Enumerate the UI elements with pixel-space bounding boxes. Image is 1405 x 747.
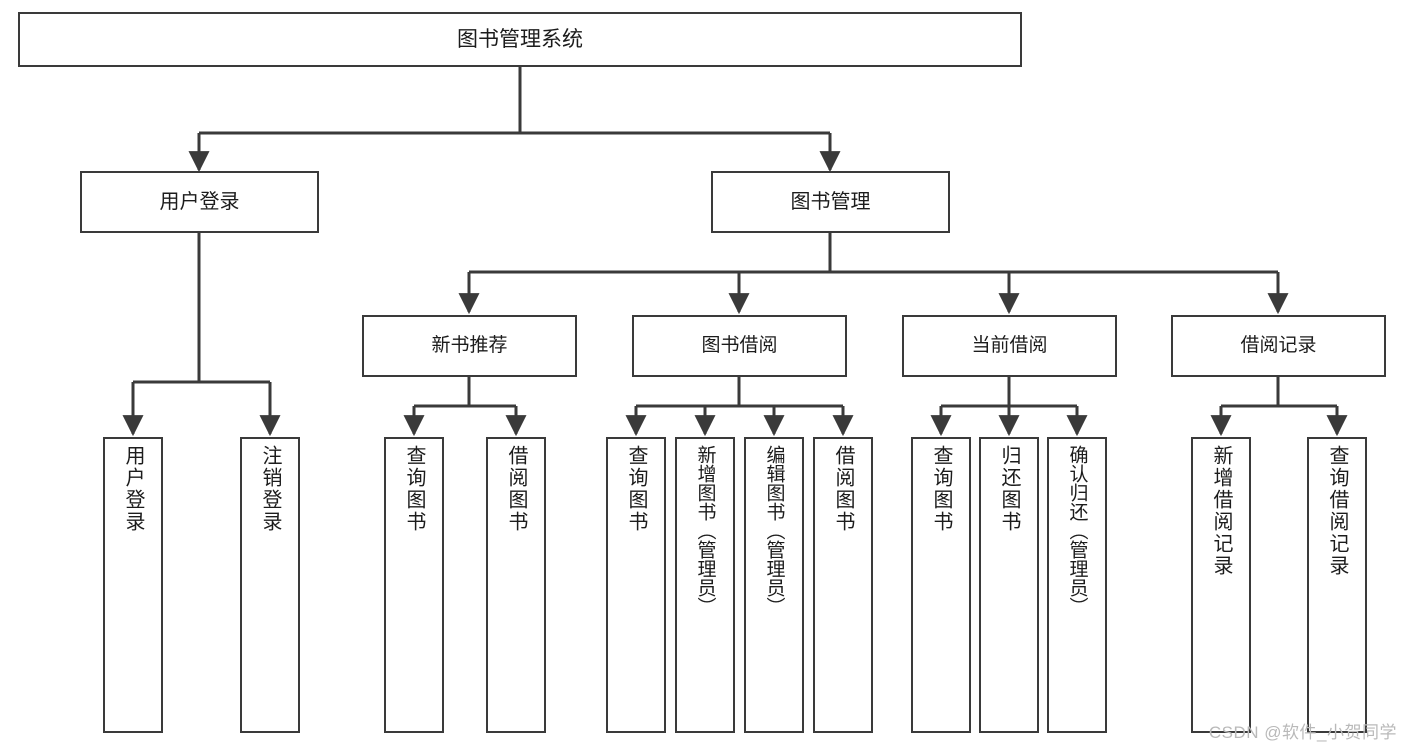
node-leaf-add-book[interactable]: 新增图书（管理员） xyxy=(675,437,735,733)
node-leaf-query-record-label: 查询借阅记录 xyxy=(1326,445,1348,577)
node-root-label: 图书管理系统 xyxy=(457,27,583,51)
node-leaf-confirm-return-label: 确认归还（管理员） xyxy=(1066,445,1088,616)
node-leaf-user-login-label: 用户登录 xyxy=(122,445,144,533)
node-leaf-logout[interactable]: 注销登录 xyxy=(240,437,300,733)
node-leaf-edit-book-label: 编辑图书（管理员） xyxy=(763,445,785,616)
node-leaf-add-record[interactable]: 新增借阅记录 xyxy=(1191,437,1251,733)
node-current-borrow[interactable]: 当前借阅 xyxy=(902,315,1117,377)
node-leaf-query-book-1-label: 查询图书 xyxy=(403,445,425,533)
node-leaf-query-record[interactable]: 查询借阅记录 xyxy=(1307,437,1367,733)
node-leaf-query-book-2-label: 查询图书 xyxy=(625,445,647,533)
node-user-login[interactable]: 用户登录 xyxy=(80,171,319,233)
node-leaf-borrow-book-1[interactable]: 借阅图书 xyxy=(486,437,546,733)
watermark: CSDN @软件_小贺同学 xyxy=(1208,723,1397,742)
node-leaf-query-book-1[interactable]: 查询图书 xyxy=(384,437,444,733)
node-leaf-query-book-3[interactable]: 查询图书 xyxy=(911,437,971,733)
node-leaf-add-record-label: 新增借阅记录 xyxy=(1210,445,1232,577)
node-leaf-query-book-2[interactable]: 查询图书 xyxy=(606,437,666,733)
node-leaf-query-book-3-label: 查询图书 xyxy=(930,445,952,533)
node-leaf-return-book[interactable]: 归还图书 xyxy=(979,437,1039,733)
node-book-borrow-label: 图书借阅 xyxy=(701,335,778,357)
node-leaf-borrow-book-2[interactable]: 借阅图书 xyxy=(813,437,873,733)
node-leaf-borrow-book-2-label: 借阅图书 xyxy=(832,445,854,533)
node-leaf-user-login[interactable]: 用户登录 xyxy=(103,437,163,733)
node-leaf-return-book-label: 归还图书 xyxy=(998,445,1020,533)
node-current-borrow-label: 当前借阅 xyxy=(971,335,1048,357)
node-book-borrow[interactable]: 图书借阅 xyxy=(632,315,847,377)
node-leaf-edit-book[interactable]: 编辑图书（管理员） xyxy=(744,437,804,733)
node-leaf-logout-label: 注销登录 xyxy=(259,445,281,533)
node-leaf-borrow-book-1-label: 借阅图书 xyxy=(505,445,527,533)
node-root[interactable]: 图书管理系统 xyxy=(18,12,1022,67)
node-new-book-recommend[interactable]: 新书推荐 xyxy=(362,315,577,377)
node-book-manage-label: 图书管理 xyxy=(790,190,871,213)
node-new-book-recommend-label: 新书推荐 xyxy=(431,335,508,357)
node-leaf-add-book-label: 新增图书（管理员） xyxy=(694,445,716,616)
node-leaf-confirm-return[interactable]: 确认归还（管理员） xyxy=(1047,437,1107,733)
node-book-manage[interactable]: 图书管理 xyxy=(711,171,950,233)
node-user-login-label: 用户登录 xyxy=(159,190,240,213)
node-borrow-record-label: 借阅记录 xyxy=(1240,335,1317,357)
node-borrow-record[interactable]: 借阅记录 xyxy=(1171,315,1386,377)
